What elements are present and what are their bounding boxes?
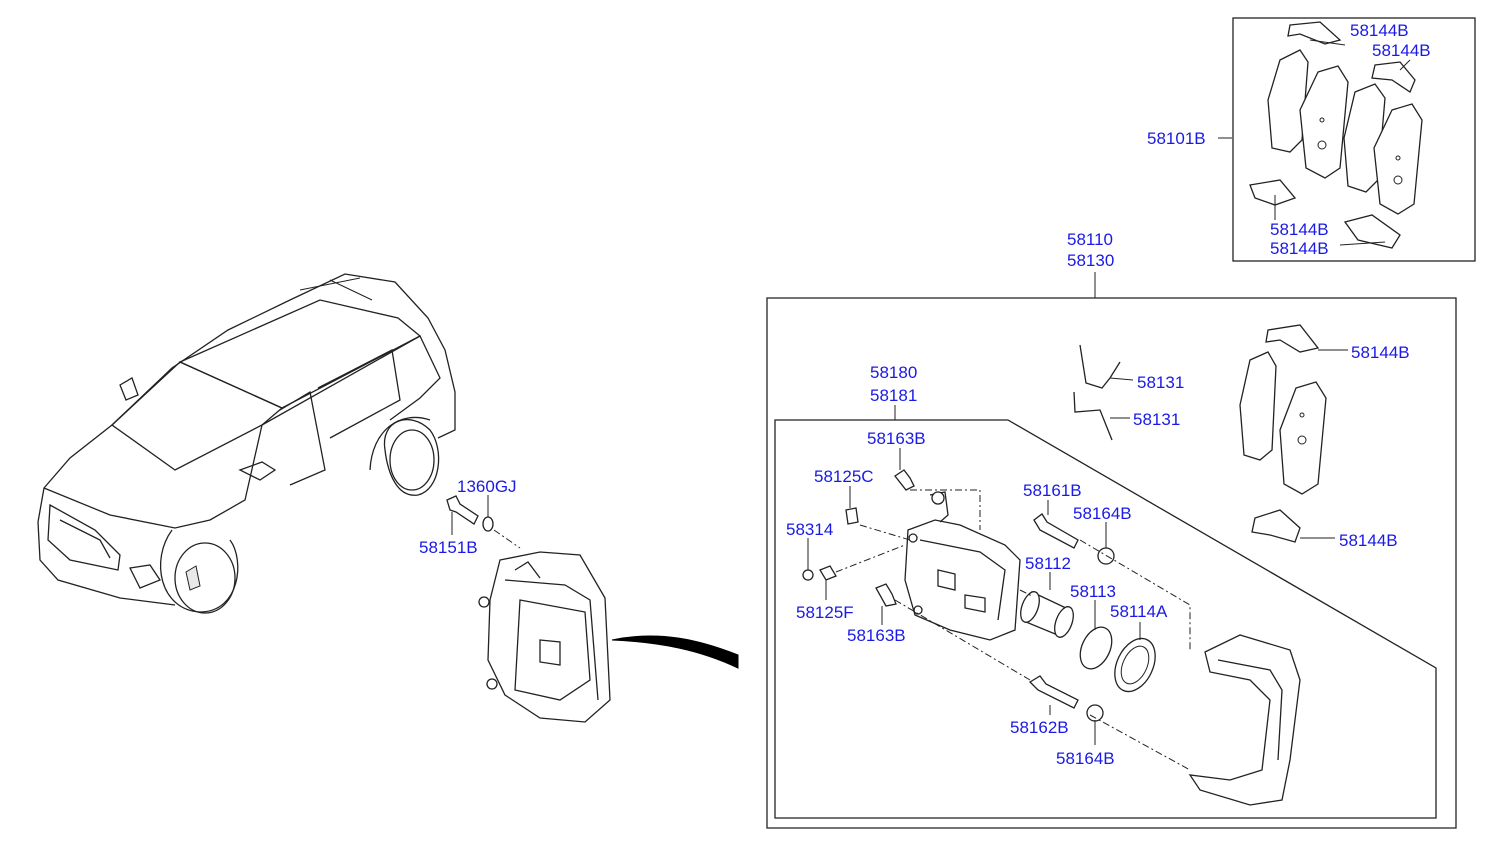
label-58131-1[interactable]: 58131 — [1137, 373, 1184, 392]
bolt-58163B-upper — [894, 469, 915, 491]
dust-cap-58164B-lower — [1086, 704, 1104, 722]
pad-kit-box — [1232, 17, 1476, 262]
label-58144B-kit-2[interactable]: 58144B — [1339, 531, 1398, 550]
springs-58131 — [1073, 344, 1121, 441]
label-58113[interactable]: 58113 — [1070, 582, 1116, 601]
bolt-58163B-lower — [875, 583, 897, 607]
label-58144B-kit-1[interactable]: 58144B — [1351, 343, 1410, 362]
label-58180[interactable]: 58180 — [870, 363, 917, 382]
label-58130[interactable]: 58130 — [1067, 251, 1114, 270]
piston-58112 — [1020, 591, 1074, 638]
label-58144B-top-1[interactable]: 58144B — [1350, 21, 1409, 40]
bleeder-58125F — [819, 565, 837, 581]
clips-58144B-kit — [1249, 21, 1416, 249]
label-58163B-lower[interactable]: 58163B — [847, 626, 906, 645]
guide-pin-58161B — [1033, 513, 1079, 549]
label-1360GJ[interactable]: 1360GJ — [457, 477, 517, 496]
label-58164B-upper[interactable]: 58164B — [1073, 504, 1132, 523]
label-58161B[interactable]: 58161B — [1023, 481, 1082, 500]
label-58181[interactable]: 58181 — [870, 386, 917, 405]
caliper-carrier — [1188, 634, 1301, 806]
label-58144B-top-4[interactable]: 58144B — [1270, 239, 1329, 258]
seal-58113 — [1079, 626, 1113, 670]
caliper-body — [904, 491, 1021, 641]
label-58163B-upper[interactable]: 58163B — [867, 429, 926, 448]
label-58144B-top-3[interactable]: 58144B — [1270, 220, 1329, 239]
caliper-subassembly-box — [774, 419, 1437, 819]
bolt-58151B — [446, 495, 479, 525]
label-58101B[interactable]: 58101B — [1147, 129, 1206, 148]
label-58144B-top-2[interactable]: 58144B — [1372, 41, 1431, 60]
label-58125C[interactable]: 58125C — [814, 467, 874, 486]
label-58162B[interactable]: 58162B — [1010, 718, 1069, 737]
label-58114A[interactable]: 58114A — [1110, 602, 1168, 621]
guide-pin-58162B — [1028, 675, 1079, 709]
brake-pads-kit — [1239, 324, 1327, 543]
vehicle-illustration — [37, 273, 456, 614]
brake-pads-58101B — [1267, 49, 1423, 215]
label-58131-2[interactable]: 58131 — [1133, 410, 1180, 429]
label-58151B[interactable]: 58151B — [419, 538, 478, 557]
leader-lines — [451, 39, 1411, 745]
label-58110[interactable]: 58110 — [1067, 230, 1113, 249]
label-58314[interactable]: 58314 — [786, 520, 833, 539]
dust-cap-58164B-upper — [1097, 547, 1115, 565]
cap-58125C — [845, 507, 859, 525]
washer-1360GJ — [482, 516, 494, 532]
caliper-kit-box — [766, 297, 1457, 829]
callout-arrow — [611, 635, 739, 669]
label-58164B-lower[interactable]: 58164B — [1056, 749, 1115, 768]
assembled-caliper — [478, 551, 611, 723]
bleeder-58314 — [802, 569, 814, 581]
part-labels: 58144B 58144B 58101B 58144B 58144B 58110… — [419, 21, 1431, 768]
boot-58114A — [1114, 637, 1156, 693]
label-58125F[interactable]: 58125F — [796, 603, 854, 622]
label-58112[interactable]: 58112 — [1025, 554, 1071, 573]
